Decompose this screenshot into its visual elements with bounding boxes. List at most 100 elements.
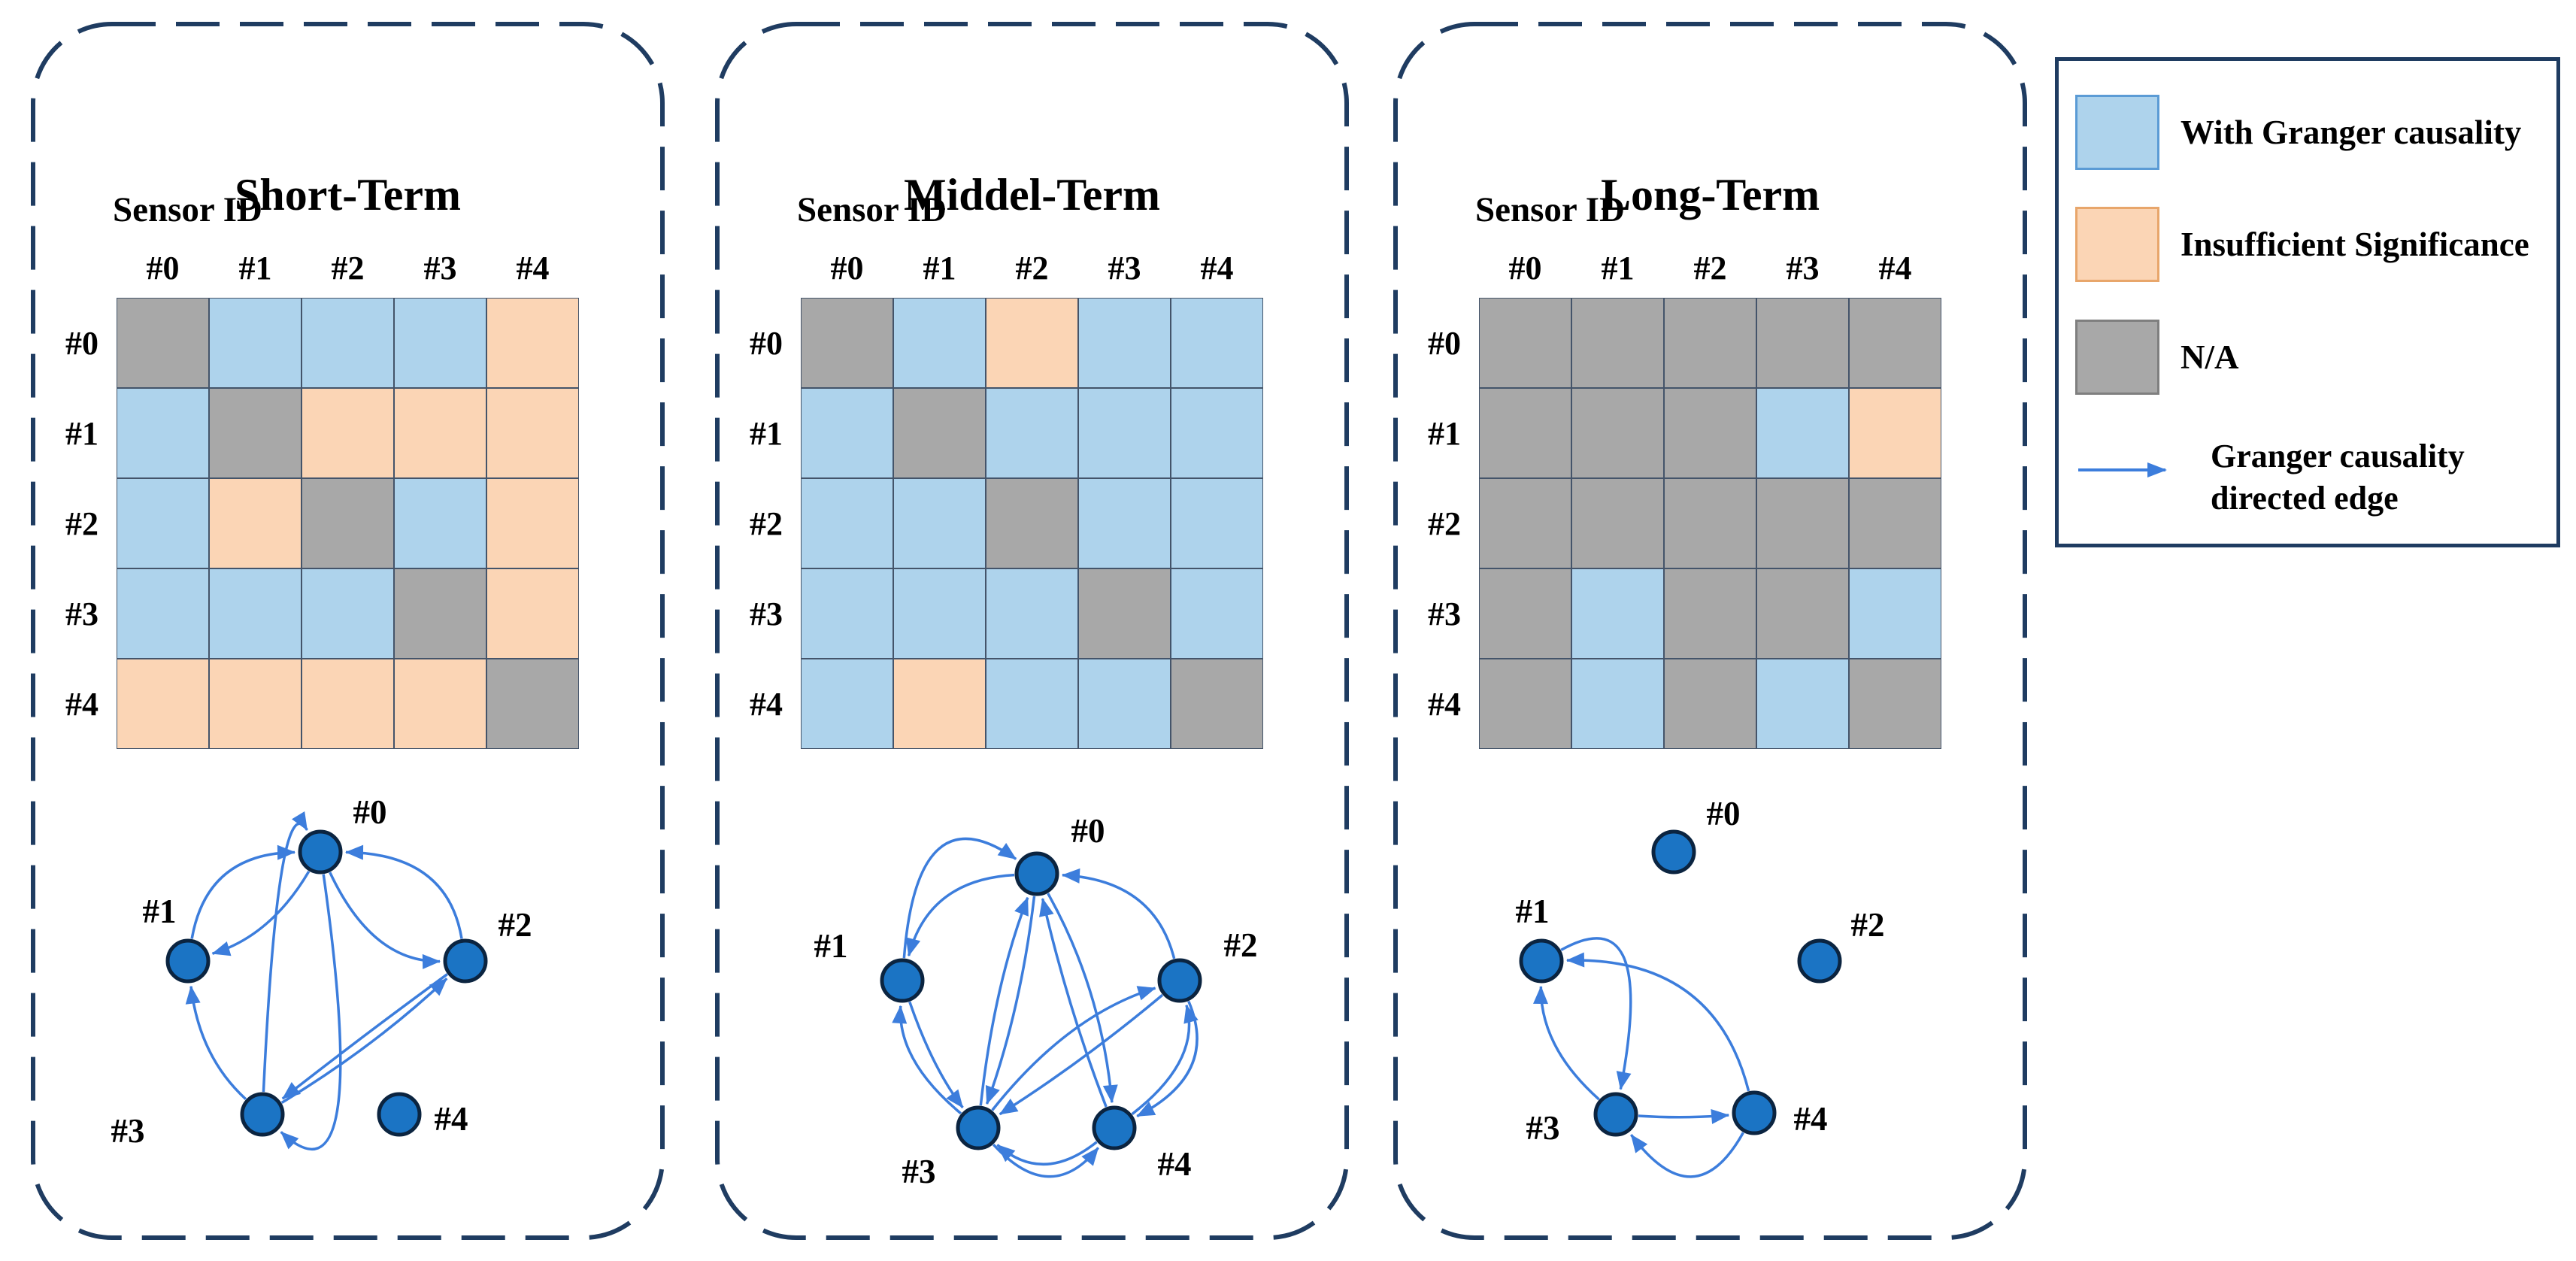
- causality-matrix: #0#1#2#3#4#0#1#2#3#4: [742, 238, 1263, 749]
- matrix-col-header: #1: [1601, 249, 1635, 286]
- matrix-col-header: #3: [1108, 249, 1141, 286]
- graph-node: [443, 938, 488, 984]
- legend-label: With Granger causality: [2181, 114, 2522, 151]
- graph-node: [1732, 1090, 1777, 1135]
- graph-edge: [1061, 868, 1176, 959]
- matrix-cell: [1171, 298, 1263, 388]
- legend-item-insufficient: Insufficient Significance: [2075, 205, 2529, 283]
- panel-middle-term: Middel-Term Sensor ID #0#1#2#3#4#0#1#2#3…: [714, 21, 1350, 1241]
- matrix-cell: [394, 659, 486, 749]
- matrix-col-header: #3: [423, 249, 457, 286]
- graph-node: [1593, 1092, 1638, 1137]
- graph-edge: [1565, 952, 1750, 1092]
- graph-node-label: #2: [1224, 926, 1258, 964]
- matrix-cell: [486, 298, 579, 388]
- graph-node: [1157, 958, 1202, 1003]
- granger-causality-swatch: [2075, 95, 2159, 170]
- matrix-cell: [209, 388, 302, 478]
- matrix-cell: [1571, 568, 1664, 659]
- matrix-cell: [801, 568, 893, 659]
- matrix-cell: [209, 659, 302, 749]
- graph-node: [1014, 851, 1059, 896]
- matrix-cell: [1479, 388, 1571, 478]
- matrix-row-header: #0: [1428, 324, 1461, 362]
- matrix-cell: [394, 388, 486, 478]
- graph-node-label: #2: [499, 906, 532, 944]
- matrix-cell: [1664, 478, 1756, 568]
- legend-label: Insufficient Significance: [2181, 226, 2529, 263]
- matrix-cell: [117, 478, 209, 568]
- matrix-row-header: #2: [65, 505, 98, 542]
- matrix-col-header: #2: [1015, 249, 1049, 286]
- graph-node-label: #4: [1158, 1145, 1192, 1183]
- matrix-cell: [117, 298, 209, 388]
- graph-edge: [985, 896, 1036, 1105]
- matrix-col-header: #1: [923, 249, 956, 286]
- graph-edge: [908, 1001, 964, 1109]
- graph-edge: [892, 1005, 962, 1115]
- matrix-cell: [986, 388, 1078, 478]
- matrix-cell: [209, 568, 302, 659]
- matrix-cell: [1756, 298, 1849, 388]
- matrix-cell: [801, 388, 893, 478]
- graph-node-label: #1: [143, 893, 177, 930]
- matrix-col-header: #4: [1878, 249, 1912, 286]
- graph-edge: [1047, 893, 1118, 1104]
- matrix-cell: [893, 568, 986, 659]
- graph-node-label: #4: [435, 1100, 468, 1138]
- matrix-cell: [1571, 478, 1664, 568]
- matrix-corner: [742, 238, 801, 298]
- matrix-cell: [801, 659, 893, 749]
- graph-edge: [281, 973, 448, 1100]
- graph-edge: [190, 844, 296, 939]
- graph-node-label: #1: [814, 927, 848, 965]
- graph-node-label: #2: [1851, 906, 1885, 944]
- directed-edge-label: Granger causality directed edge: [2211, 438, 2465, 517]
- matrix-cell: [1171, 478, 1263, 568]
- matrix-cell: [1171, 659, 1263, 749]
- matrix-cell: [302, 478, 394, 568]
- matrix-cell: [1664, 388, 1756, 478]
- graph-node: [880, 958, 925, 1003]
- matrix-cell: [1849, 478, 1941, 568]
- causality-graph: #0#1#2#3#4: [111, 793, 532, 1151]
- graph-edge: [344, 844, 463, 939]
- causality-graph: #0#1#2#3#4: [1516, 795, 1885, 1178]
- matrix-col-header: #0: [146, 249, 180, 286]
- panel-dashed-border: [1393, 22, 2027, 1240]
- panel-title: Short-Term: [234, 169, 462, 220]
- matrix-col-header: #0: [1508, 249, 1542, 286]
- matrix-row-header: #4: [65, 685, 98, 723]
- matrix-col-header: #4: [516, 249, 550, 286]
- matrix-cell: [117, 659, 209, 749]
- matrix-cell: [394, 298, 486, 388]
- matrix-cell: [486, 568, 579, 659]
- legend-label: N/A: [2181, 338, 2239, 376]
- matrix-row-header: #2: [1428, 505, 1461, 542]
- sensor-id-label: Sensor ID: [1475, 190, 1625, 229]
- matrix-cell: [1756, 568, 1849, 659]
- graph-node-label: #4: [1794, 1100, 1828, 1138]
- matrix-cell: [1078, 659, 1171, 749]
- graph-edge: [991, 986, 1156, 1111]
- matrix-cell: [1849, 568, 1941, 659]
- graph-node: [1797, 938, 1842, 984]
- graph-edge: [979, 896, 1029, 1106]
- graph-node-label: #0: [353, 793, 387, 831]
- causality-matrix: #0#1#2#3#4#0#1#2#3#4: [1420, 238, 1941, 749]
- graph-edge: [1638, 1108, 1730, 1124]
- matrix-row-header: #0: [750, 324, 783, 362]
- graph-edge: [1131, 1004, 1199, 1115]
- matrix-col-header: #3: [1786, 249, 1820, 286]
- matrix-cell: [801, 298, 893, 388]
- matrix-cell: [893, 478, 986, 568]
- matrix-cell: [209, 478, 302, 568]
- panel-dashed-border: [715, 22, 1349, 1240]
- matrix-row-header: #0: [65, 324, 98, 362]
- matrix-cell: [986, 568, 1078, 659]
- matrix-cell: [209, 298, 302, 388]
- matrix-cell: [1571, 298, 1664, 388]
- matrix-cell: [1756, 659, 1849, 749]
- matrix-cell: [486, 478, 579, 568]
- matrix-cell: [394, 478, 486, 568]
